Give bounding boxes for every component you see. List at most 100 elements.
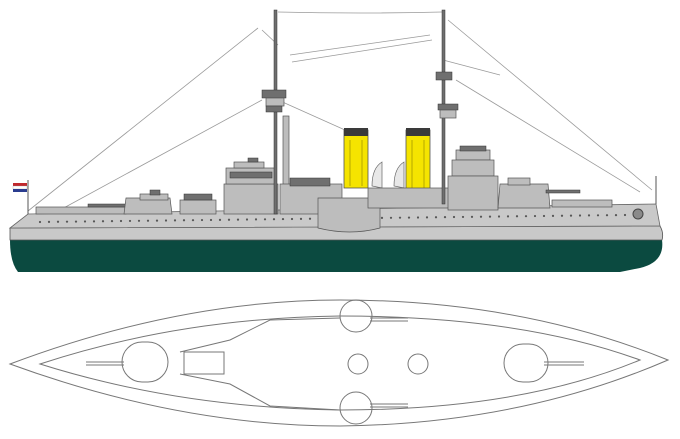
porthole bbox=[461, 215, 465, 219]
porthole bbox=[515, 215, 519, 218]
porthole bbox=[38, 220, 42, 224]
porthole bbox=[470, 215, 474, 218]
porthole bbox=[587, 214, 591, 217]
porthole bbox=[92, 220, 96, 223]
porthole bbox=[263, 218, 267, 221]
plan-wing-turret-port bbox=[339, 299, 408, 333]
rigging-fore-stay bbox=[27, 27, 259, 212]
midship-casemate bbox=[317, 197, 381, 233]
aft-deckhouse bbox=[179, 199, 217, 215]
porthole bbox=[281, 217, 285, 221]
ensign-flag-icon bbox=[12, 180, 29, 214]
porthole bbox=[479, 215, 483, 218]
porthole bbox=[578, 214, 582, 217]
porthole bbox=[452, 215, 456, 219]
porthole bbox=[83, 220, 87, 223]
porthole bbox=[398, 216, 402, 219]
porthole bbox=[272, 218, 276, 221]
porthole bbox=[506, 215, 510, 218]
fore-funnel bbox=[343, 128, 369, 189]
plan-hull-outline bbox=[8, 299, 670, 427]
porthole bbox=[110, 220, 114, 223]
porthole bbox=[128, 219, 132, 223]
porthole bbox=[200, 218, 204, 222]
porthole bbox=[236, 218, 240, 221]
fore-bridge bbox=[447, 145, 499, 211]
porthole bbox=[164, 219, 168, 222]
porthole bbox=[434, 216, 438, 219]
porthole bbox=[209, 218, 213, 222]
porthole bbox=[614, 213, 618, 217]
rigging-aft-stay-2 bbox=[455, 79, 641, 193]
porthole bbox=[560, 214, 564, 217]
porthole bbox=[524, 215, 528, 218]
porthole bbox=[542, 214, 546, 218]
plan-deckhouse bbox=[183, 351, 225, 375]
porthole bbox=[623, 213, 627, 217]
midship-gear bbox=[289, 177, 331, 187]
rigging-fore-stay-2 bbox=[59, 99, 263, 211]
porthole bbox=[416, 216, 420, 219]
porthole bbox=[227, 218, 231, 221]
porthole bbox=[443, 216, 447, 219]
porthole bbox=[119, 219, 123, 223]
porthole bbox=[533, 214, 537, 218]
porthole bbox=[425, 216, 429, 219]
plan-funnel-aft bbox=[407, 353, 429, 375]
porthole bbox=[569, 214, 573, 217]
main-mast bbox=[435, 9, 459, 205]
plan-wing-turret-starboard bbox=[339, 391, 408, 425]
porthole bbox=[299, 217, 303, 220]
aft-boat bbox=[183, 193, 213, 201]
porthole bbox=[182, 219, 186, 222]
rigging-aerial-3 bbox=[291, 39, 433, 63]
porthole bbox=[290, 217, 294, 221]
porthole bbox=[596, 214, 600, 217]
ventilator-2 bbox=[393, 161, 405, 189]
ventilator bbox=[371, 161, 383, 189]
rigging-mid-2 bbox=[442, 59, 501, 76]
porthole bbox=[488, 215, 492, 218]
side-profile bbox=[8, 9, 664, 272]
porthole bbox=[155, 219, 159, 222]
portholes bbox=[38, 213, 627, 224]
porthole bbox=[308, 217, 312, 220]
plan-deck-inner bbox=[38, 315, 642, 411]
rigging-aft-stay bbox=[447, 19, 653, 191]
porthole bbox=[191, 219, 195, 222]
aft-bridge bbox=[223, 157, 279, 215]
plan-fore-turret bbox=[503, 343, 584, 383]
fore-turret bbox=[497, 177, 581, 209]
rigging-aerial-2 bbox=[289, 34, 431, 56]
deck-plan bbox=[8, 299, 670, 427]
porthole bbox=[101, 220, 105, 223]
porthole bbox=[245, 218, 249, 221]
porthole bbox=[605, 214, 609, 217]
porthole bbox=[56, 220, 60, 223]
porthole bbox=[407, 216, 411, 219]
porthole bbox=[137, 219, 141, 222]
porthole bbox=[380, 216, 384, 219]
hull-underwater bbox=[10, 240, 663, 272]
plan-funnel-fore bbox=[347, 353, 369, 375]
porthole bbox=[74, 220, 78, 223]
anchor-hawse-icon bbox=[632, 208, 644, 220]
porthole bbox=[173, 219, 177, 222]
porthole bbox=[47, 220, 51, 223]
porthole bbox=[218, 218, 222, 221]
porthole bbox=[65, 220, 69, 223]
rigging-mid bbox=[277, 99, 346, 131]
aft-deck-structure bbox=[35, 206, 127, 215]
aft-turret bbox=[87, 189, 173, 215]
rigging-aerial bbox=[277, 11, 443, 14]
porthole bbox=[254, 218, 258, 221]
plan-aft-turret bbox=[86, 341, 169, 383]
fore-deck-gear bbox=[551, 199, 613, 208]
porthole bbox=[551, 214, 555, 217]
rigging bbox=[27, 11, 653, 212]
porthole bbox=[497, 215, 501, 218]
plan-deck-line bbox=[179, 317, 341, 411]
porthole bbox=[146, 219, 150, 222]
porthole bbox=[389, 216, 393, 219]
